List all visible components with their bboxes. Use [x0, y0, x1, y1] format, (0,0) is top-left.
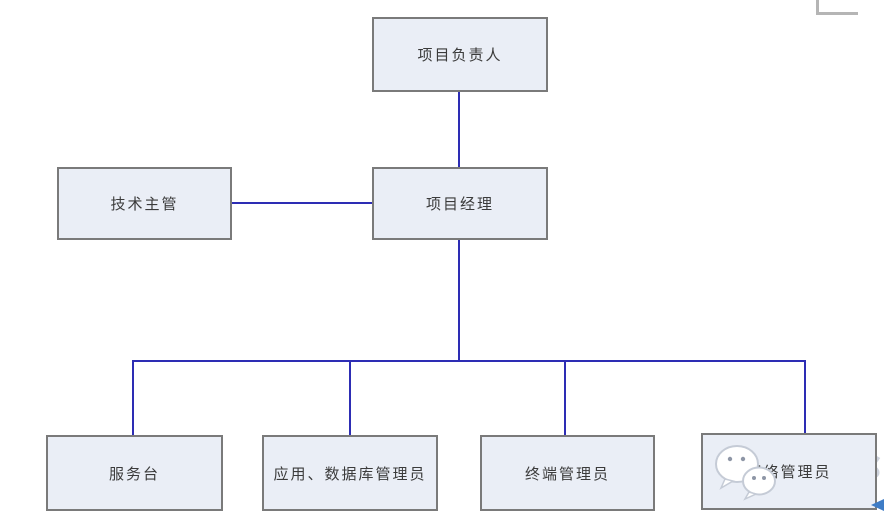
node-terminal-admin-label: 终端管理员: [524, 465, 610, 483]
node-tech-supervisor-label: 技术主管: [110, 196, 179, 213]
node-project-manager: 项目经理: [372, 167, 548, 240]
node-project-manager-label: 项目经理: [425, 196, 494, 213]
node-service-desk: 服务台: [46, 435, 223, 511]
connector-bus-to-network-admin: [804, 362, 806, 433]
frame-corner-horizontal: [816, 12, 858, 15]
node-app-db-admin-label: 应用、数据库管理员: [273, 465, 427, 483]
node-terminal-admin: 终端管理员: [480, 435, 655, 511]
connector-leader-to-manager: [458, 92, 460, 167]
node-project-leader-label: 项目负责人: [417, 47, 503, 64]
node-project-leader: 项目负责人: [372, 17, 548, 92]
node-service-desk-label: 服务台: [108, 465, 160, 483]
connector-bus-to-app-db-admin: [349, 362, 351, 435]
node-tech-supervisor: 技术主管: [57, 167, 232, 240]
node-app-db-admin: 应用、数据库管理员: [262, 435, 438, 511]
blue-left-arrow-icon: [871, 499, 884, 511]
connector-manager-to-bus: [458, 240, 460, 361]
connector-tech-to-manager: [232, 202, 372, 204]
frame-corner-vertical: [816, 0, 819, 14]
connector-bus-to-terminal-admin: [564, 362, 566, 435]
connector-bus-to-service-desk: [132, 362, 134, 435]
connector-horizontal-bus: [132, 360, 806, 362]
wechat-icon: [715, 445, 776, 501]
